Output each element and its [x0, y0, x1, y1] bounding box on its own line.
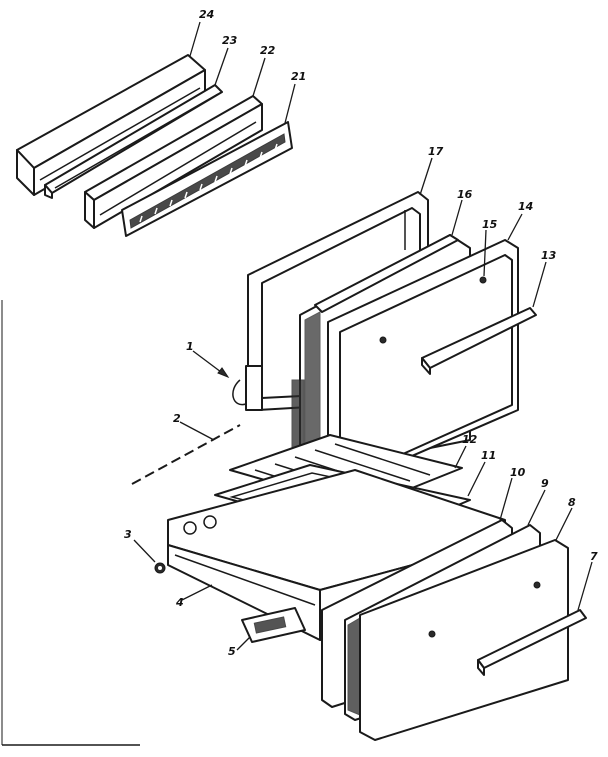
part-7-drawer-handle [477, 609, 587, 676]
callout-8: 8 [568, 496, 576, 509]
callout-12: 12 [462, 433, 478, 446]
part-8-drawer-panel [359, 539, 569, 741]
callout-13: 13 [541, 249, 557, 262]
callout-3: 3 [124, 528, 132, 541]
callout-21: 21 [291, 70, 306, 83]
callout-16: 16 [457, 188, 473, 201]
callout-2: 2 [173, 412, 181, 425]
part-3-fastener [154, 562, 166, 574]
callout-14: 14 [518, 200, 533, 213]
leader-lines [133, 21, 593, 651]
callout-15: 15 [482, 218, 498, 231]
callout-24: 24 [199, 8, 214, 21]
part-23-frame [44, 84, 223, 199]
callout-1: 1 [186, 340, 194, 353]
part-5-drawer-slide [241, 607, 306, 643]
callout-4: 4 [175, 596, 184, 609]
part-1-hinge [232, 365, 305, 461]
callout-9: 9 [541, 477, 549, 490]
callout-10: 10 [510, 466, 526, 479]
part-22-panel [84, 95, 263, 229]
callout-22: 22 [260, 44, 276, 57]
part-21-vent-panel [121, 121, 293, 237]
callout-7: 7 [590, 550, 598, 563]
callout-17: 17 [428, 145, 444, 158]
part-13-door-handle [421, 307, 537, 375]
callout-5: 5 [228, 645, 236, 658]
part-2-rod [131, 424, 241, 485]
callout-11: 11 [481, 449, 496, 462]
callout-23: 23 [222, 34, 238, 47]
callout-labels: 24 23 22 21 17 16 15 14 13 1 2 12 11 10 … [124, 8, 598, 658]
